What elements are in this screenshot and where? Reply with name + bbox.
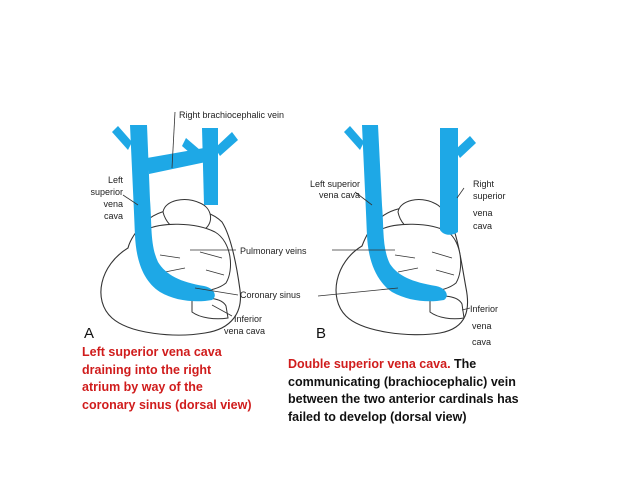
label-inferior-vena-cava-a-2: vena cava (224, 326, 265, 336)
right-superior-vena-cava-b (440, 128, 458, 235)
label-inferior-vena-cava-b-3: cava (472, 337, 491, 347)
label-right-svc-4: cava (473, 221, 492, 231)
label-coronary-sinus: Coronary sinus (240, 290, 301, 300)
label-left-svc-a-4: cava (104, 211, 123, 221)
caption-b-highlight: Double superior vena cava. (288, 357, 451, 371)
left-superior-vena-cava-b (362, 125, 447, 302)
label-right-svc-1: Right (473, 179, 495, 189)
label-inferior-vena-cava-b-2: vena (472, 321, 492, 331)
label-left-svc-a-2: superior (90, 187, 123, 197)
label-left-svc-a-3: vena (103, 199, 123, 209)
panel-letter-b: B (316, 325, 326, 342)
brachiocephalic-vein-a (147, 148, 206, 174)
label-left-svc-b-2: vena cava (319, 190, 360, 200)
label-left-svc-a-1: Left (108, 175, 124, 185)
label-inferior-vena-cava-a-1: Inferior (234, 314, 262, 324)
label-left-svc-b-1: Left superior (310, 179, 360, 189)
caption-a: Left superior vena cava draining into th… (82, 345, 252, 412)
label-right-svc-2: superior (473, 191, 506, 201)
caption-b: Double superior vena cava. The communica… (288, 356, 528, 426)
caption-b-text: The communicating (brachiocephalic) vein… (288, 357, 519, 424)
right-superior-vena-cava-a (202, 128, 218, 205)
panel-a-diagram: Right brachiocephalic vein Left superior… (84, 110, 307, 342)
panel-b-diagram: Left superior vena cava Right superior v… (310, 125, 506, 347)
label-right-svc-3: vena (473, 208, 493, 218)
left-superior-vena-cava-a (130, 125, 215, 302)
label-pulmonary-veins: Pulmonary veins (240, 246, 307, 256)
label-right-brachiocephalic-vein: Right brachiocephalic vein (179, 110, 284, 120)
label-inferior-vena-cava-b-1: Inferior (470, 304, 498, 314)
panel-letter-a: A (84, 325, 94, 342)
